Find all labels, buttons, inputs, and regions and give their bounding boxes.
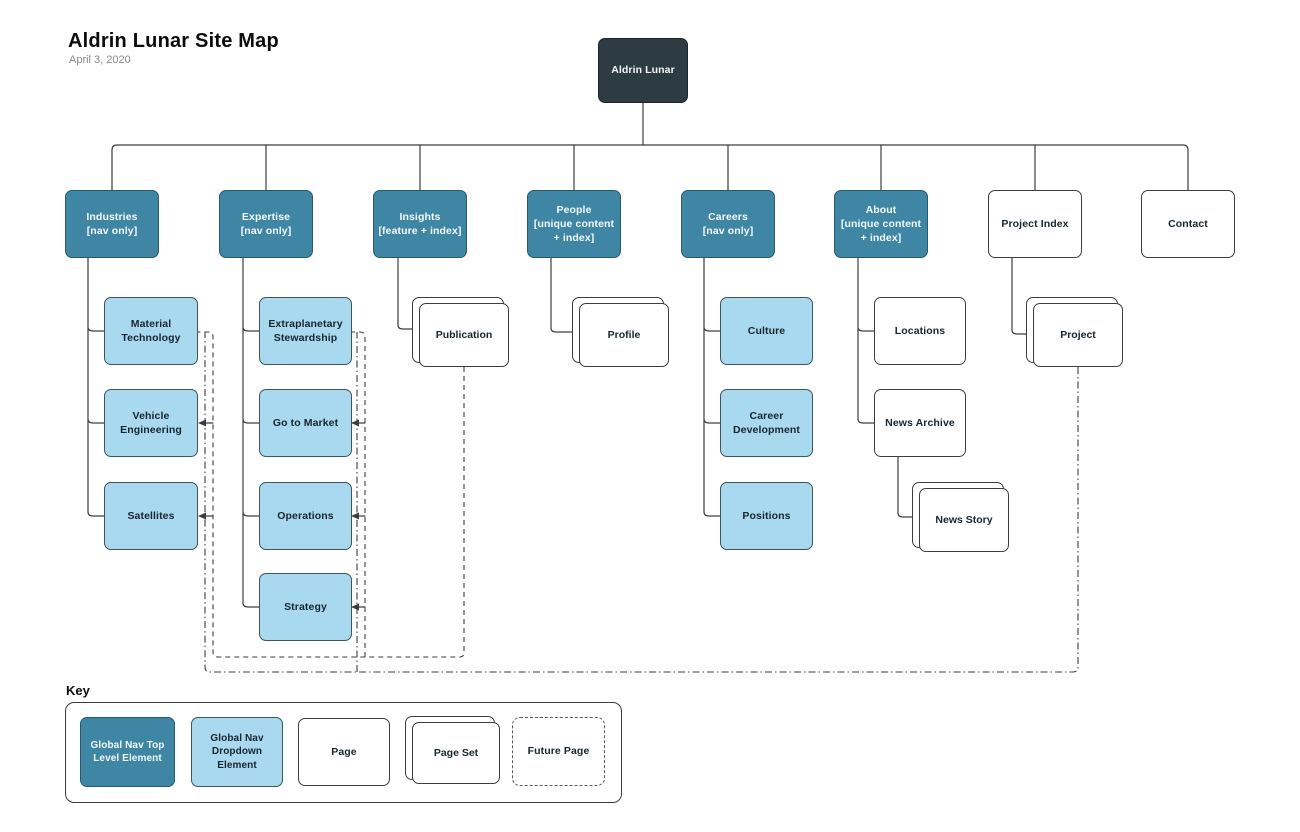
node-extraplanetary-stewardship: Extraplanetary Stewardship	[259, 297, 352, 365]
careers-trunk	[703, 257, 721, 517]
link-arrow	[198, 512, 206, 520]
link-arrow	[351, 512, 359, 520]
pageset-front-card: News Story	[919, 488, 1009, 552]
node-go-to-market: Go to Market	[259, 389, 352, 457]
page-date: April 3, 2020	[69, 54, 131, 66]
expertise-trunk	[242, 257, 260, 608]
node-career-development: Career Development	[720, 389, 813, 457]
node-strategy: Strategy	[259, 573, 352, 641]
node-news-archive: News Archive	[874, 389, 966, 457]
pageset-project: Project	[1026, 297, 1124, 368]
key-future-page: Future Page	[512, 717, 605, 786]
node-project-index: Project Index	[988, 190, 1082, 258]
key-global-nav-top-level: Global Nav Top Level Element	[80, 717, 175, 787]
pageset-front-card: Profile	[579, 303, 669, 367]
key-title: Key	[66, 683, 90, 698]
node-locations: Locations	[874, 297, 966, 365]
node-culture: Culture	[720, 297, 813, 365]
industries-trunk	[87, 257, 105, 517]
link-arrow	[351, 603, 359, 611]
people-trunk	[550, 257, 573, 333]
pageset-front-card: Page Set	[412, 722, 500, 784]
pageset-publication: Publication	[412, 297, 510, 368]
project-index-trunk	[1011, 257, 1027, 335]
node-industries: Industries [nav only]	[65, 190, 159, 258]
link-arrow	[198, 419, 206, 427]
insights-trunk	[397, 257, 413, 330]
pageset-front-card: Project	[1033, 303, 1123, 367]
node-contact: Contact	[1141, 190, 1235, 258]
pageset-profile: Profile	[572, 297, 670, 368]
pageset-front-card: Publication	[419, 303, 509, 367]
key-page-set: Page Set	[405, 716, 501, 786]
key-page: Page	[298, 718, 390, 786]
news-archive-trunk	[897, 456, 913, 518]
node-expertise: Expertise [nav only]	[219, 190, 313, 258]
node-insights: Insights [feature + index]	[373, 190, 467, 258]
link-arrow	[351, 419, 359, 427]
node-material-technology: Material Technology	[104, 297, 198, 365]
page-title: Aldrin Lunar Site Map	[68, 30, 279, 52]
node-positions: Positions	[720, 482, 813, 550]
node-vehicle-engineering: Vehicle Engineering	[104, 389, 198, 457]
level2-bus	[111, 144, 1189, 191]
key-global-nav-dropdown: Global Nav Dropdown Element	[191, 717, 283, 787]
pageset-news-story: News Story	[912, 482, 1010, 553]
node-about: About [unique content + index]	[834, 190, 928, 258]
node-satellites: Satellites	[104, 482, 198, 550]
about-trunk	[857, 257, 875, 424]
node-root-aldrin-lunar: Aldrin Lunar	[598, 38, 688, 103]
level2-stubs	[265, 144, 1036, 191]
node-careers: Careers [nav only]	[681, 190, 775, 258]
node-people: People [unique content + index]	[527, 190, 621, 258]
publication-link-dashed-branch	[351, 331, 366, 657]
node-operations: Operations	[259, 482, 352, 550]
